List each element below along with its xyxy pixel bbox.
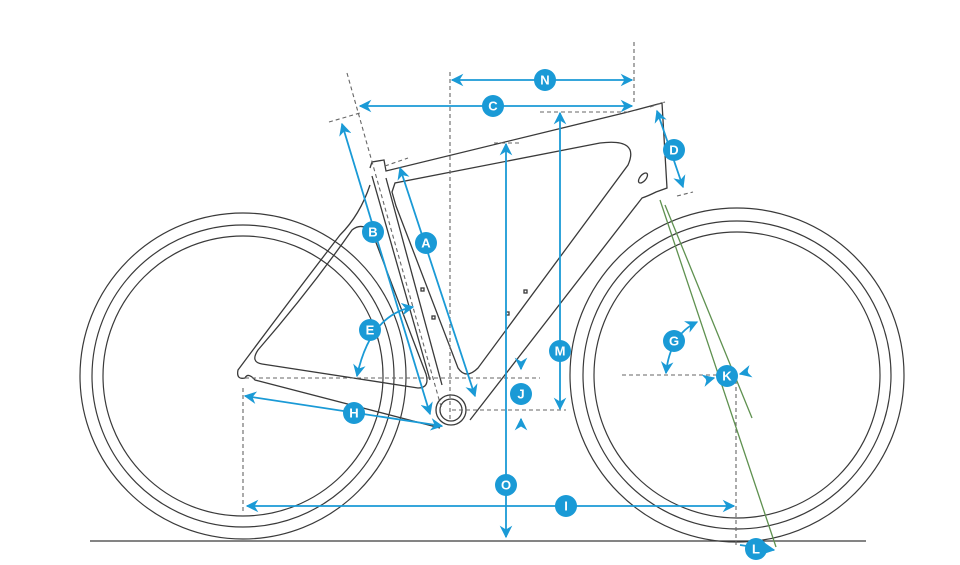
- svg-text:A: A: [421, 236, 431, 251]
- reference-lines: [242, 42, 737, 545]
- label-n: N: [534, 69, 556, 91]
- label-b: B: [362, 221, 384, 243]
- svg-text:O: O: [501, 478, 511, 493]
- svg-text:C: C: [488, 99, 498, 114]
- label-h: H: [343, 402, 365, 424]
- svg-text:M: M: [555, 344, 566, 359]
- svg-text:N: N: [540, 73, 549, 88]
- label-k: K: [716, 365, 738, 387]
- svg-text:L: L: [752, 542, 760, 557]
- svg-text:J: J: [517, 387, 524, 402]
- fork-offset-line: [664, 204, 753, 419]
- svg-text:E: E: [366, 323, 375, 338]
- front-wheel: [569, 207, 905, 543]
- label-j: J: [510, 383, 532, 405]
- svg-text:G: G: [669, 334, 679, 349]
- label-m: M: [549, 340, 571, 362]
- label-d: D: [663, 139, 685, 161]
- svg-text:K: K: [722, 369, 732, 384]
- bike-frame: [237, 102, 668, 429]
- svg-text:D: D: [669, 143, 678, 158]
- svg-text:B: B: [368, 225, 377, 240]
- label-l: L: [745, 538, 767, 560]
- svg-text:I: I: [564, 499, 568, 514]
- label-i: I: [555, 495, 577, 517]
- label-g: G: [663, 330, 685, 352]
- label-a: A: [415, 232, 437, 254]
- label-o: O: [495, 474, 517, 496]
- label-c: C: [482, 95, 504, 117]
- label-e: E: [359, 319, 381, 341]
- svg-text:H: H: [349, 406, 358, 421]
